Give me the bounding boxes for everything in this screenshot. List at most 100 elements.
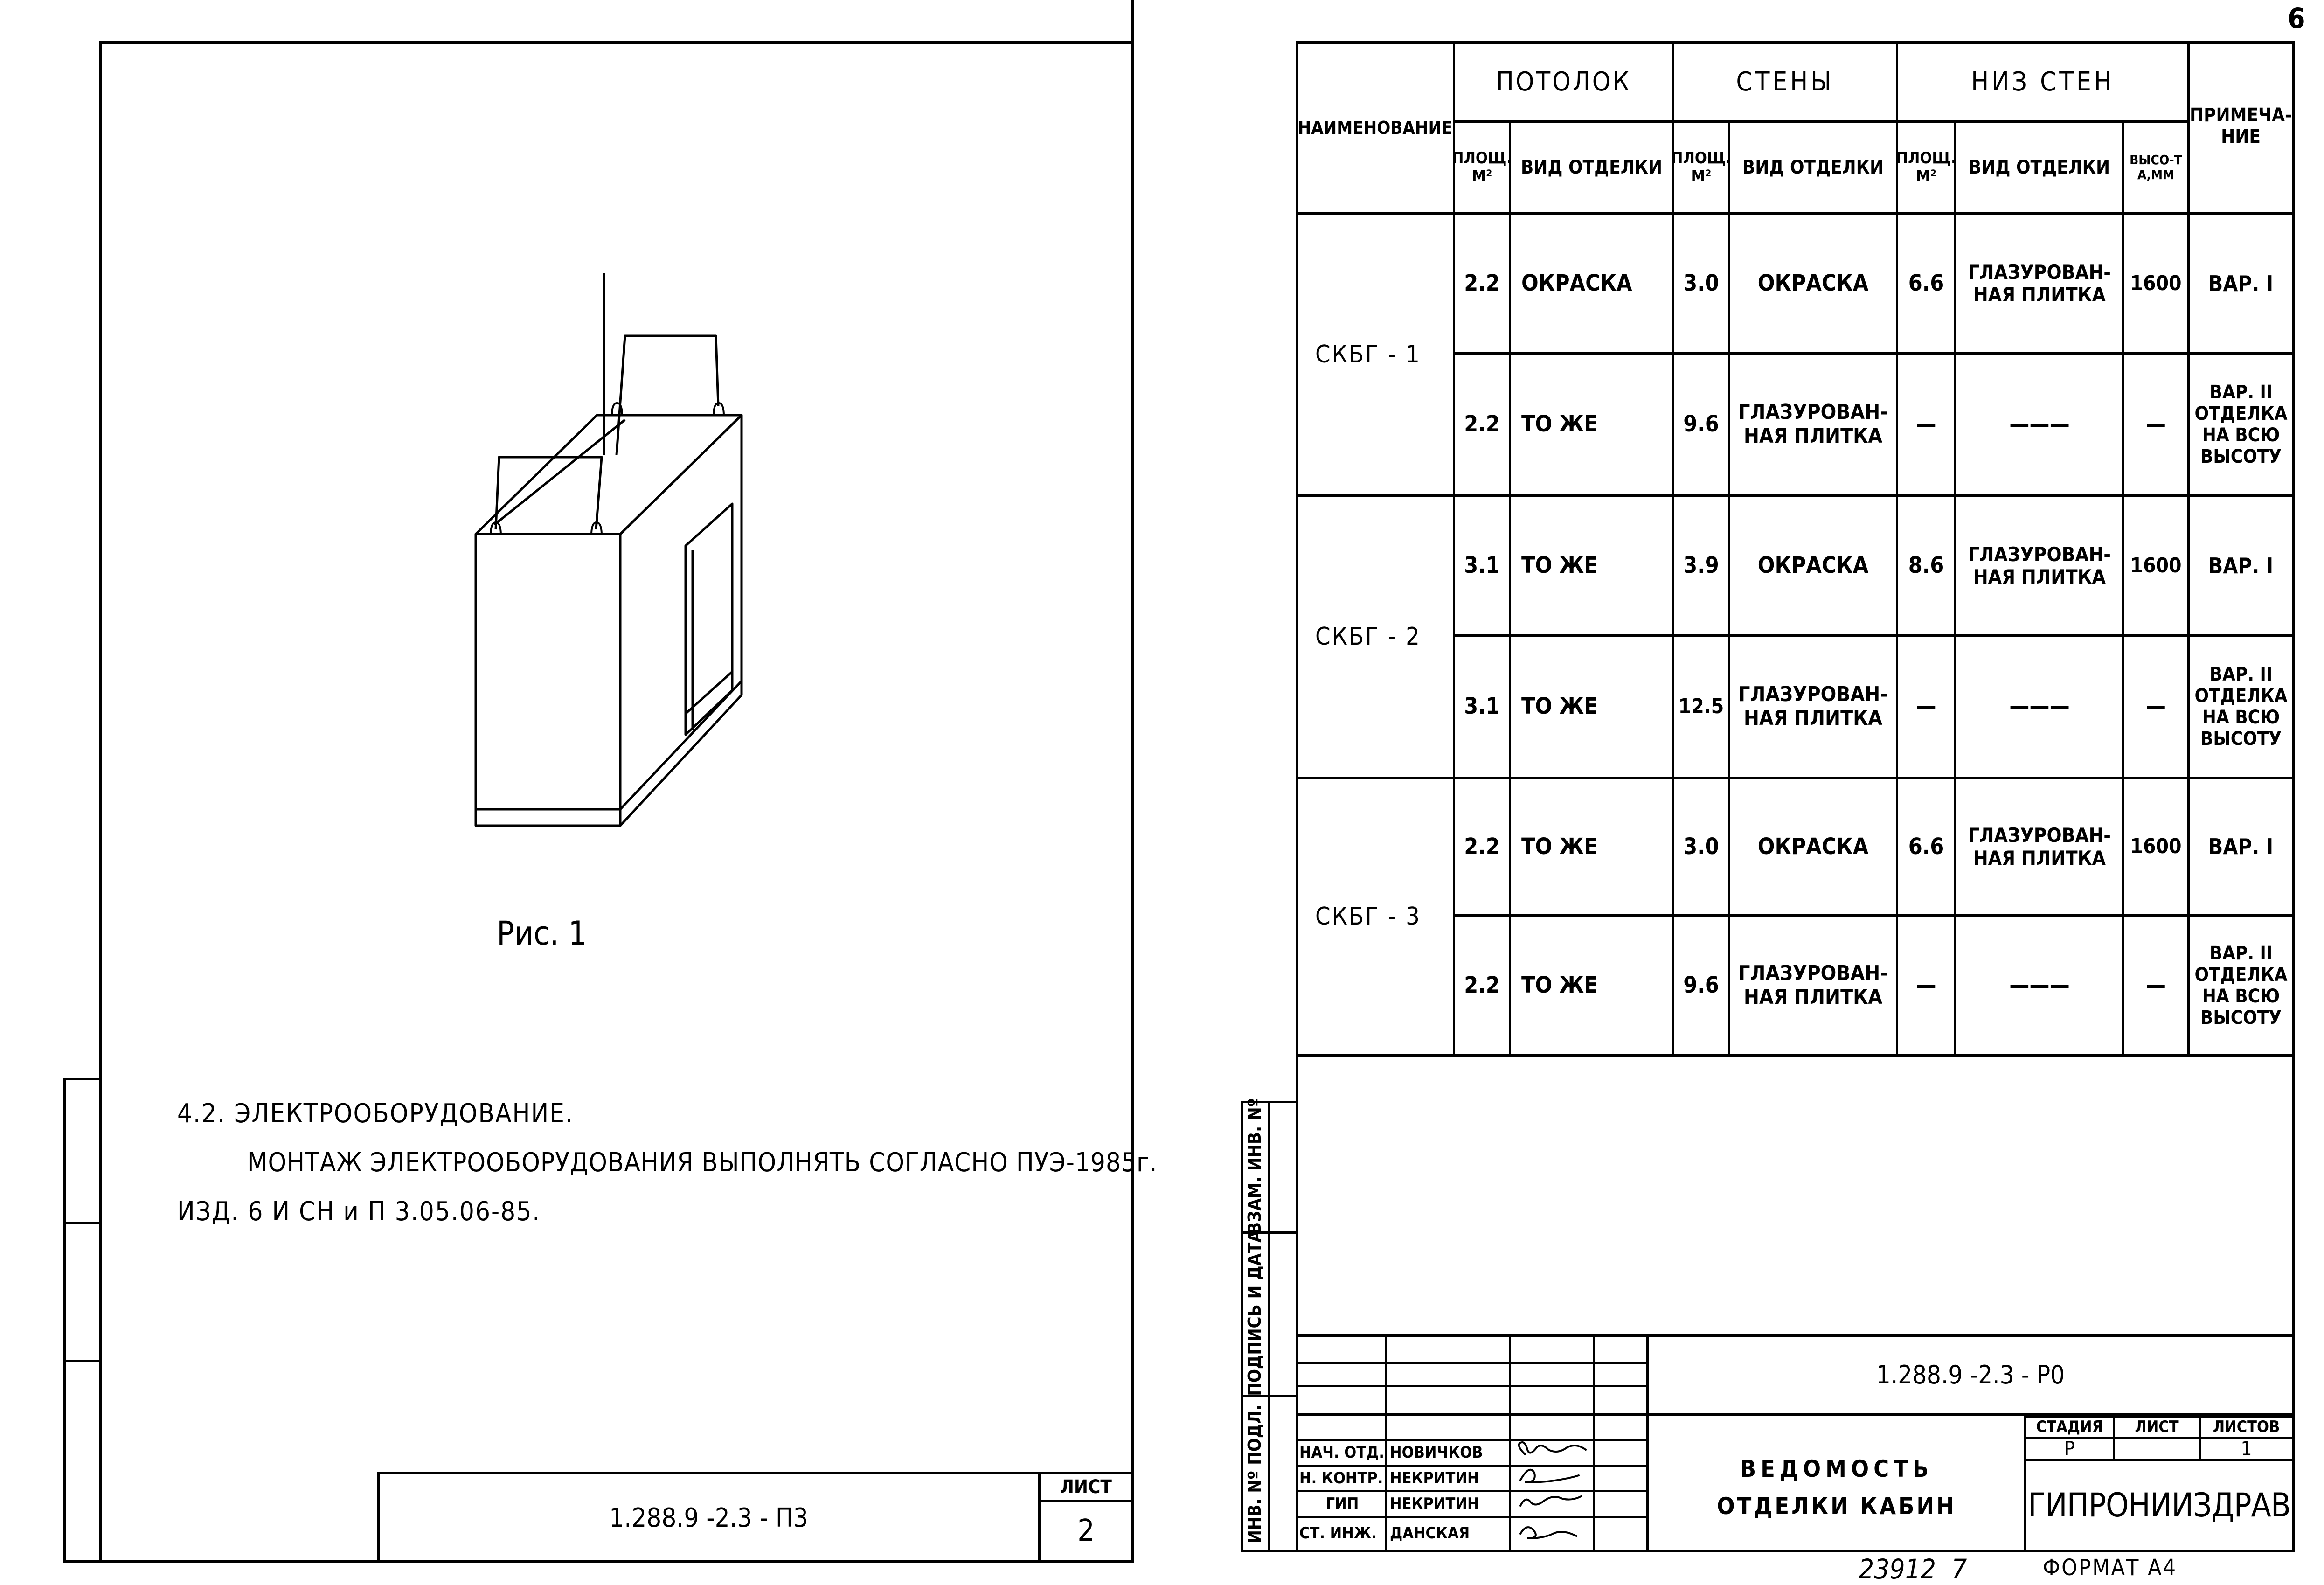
tb-row-d	[1297, 1439, 1649, 1441]
left-stamp-code: 1.288.9 -2.3 - П3	[609, 1503, 808, 1534]
cell-note: ВАР. II ОТДЕЛКА НА ВСЮ ВЫСОТУ	[2194, 942, 2288, 1029]
tb-person: НЕКРИТИН	[1390, 1468, 1479, 1488]
tb-stage-bottom	[2024, 1459, 2295, 1461]
table-hline-row-1	[1453, 352, 2295, 355]
table-vline-low-finish	[2122, 120, 2124, 1056]
cell-low-height: —	[2145, 972, 2166, 998]
tb-top	[1297, 1334, 2295, 1337]
header-walls: СТЕНЫ	[1736, 66, 1834, 97]
rear-sling	[615, 334, 720, 455]
cell-low-finish: ———	[2009, 972, 2070, 998]
table-hline-table-bottom	[1297, 1054, 2295, 1057]
cell-low-area: 6.6	[1908, 833, 1944, 860]
cell-wall-finish: ГЛАЗУРОВАН-НАЯ ПЛИТКА	[1738, 961, 1888, 1009]
section-text-line-1: МОНТАЖ ЭЛЕКТРООБОРУДОВАНИЯ ВЫПОЛНЯТЬ СОГ…	[247, 1147, 1158, 1178]
tb-role: НАЧ. ОТД.	[1299, 1443, 1384, 1462]
table-hline-row-5	[1453, 914, 2295, 917]
section-text-line-2: ИЗД. 6 И СН и П 3.05.06-85.	[177, 1196, 541, 1227]
cell-ceil-finish: ОКРАСКА	[1521, 270, 1632, 297]
cabin-door-opening	[684, 502, 734, 736]
left-stamp-sheet-hdivider	[1038, 1500, 1134, 1502]
left-frame-left	[99, 41, 102, 1563]
cell-ceil-area: 2.2	[1464, 833, 1500, 860]
tb-v1	[1385, 1334, 1387, 1552]
table-vline-name	[1453, 41, 1455, 1056]
cell-low-height: 1600	[2130, 553, 2182, 577]
tb-v7	[2199, 1413, 2201, 1460]
cell-wall-area: 3.9	[1683, 552, 1719, 579]
tb-sheet-value	[2115, 1439, 2199, 1459]
tb-sheets-label: ЛИСТОВ	[2213, 1417, 2280, 1436]
header-low-finish: ВИД ОТДЕЛКИ	[1968, 157, 2110, 178]
table-hline-subheader	[1453, 120, 2190, 123]
left-stamp-top	[378, 1472, 1134, 1474]
header-name: НАИМЕНОВАНИЕ	[1297, 117, 1453, 138]
left-stamp-left	[377, 1472, 380, 1563]
cell-wall-area: 9.6	[1683, 972, 1719, 998]
header-ceil-finish: ВИД ОТДЕЛКИ	[1520, 157, 1663, 178]
cabin-right-face	[619, 414, 743, 827]
cell-low-height: 1600	[2130, 834, 2182, 859]
cell-ceil-area: 2.2	[1464, 411, 1500, 438]
left-binding-div-3	[63, 1360, 101, 1362]
section-title: 4.2. ЭЛЕКТРООБОРУДОВАНИЕ.	[177, 1098, 574, 1129]
front-sling	[494, 456, 603, 530]
header-wall-finish: ВИД ОТДЕЛКИ	[1742, 157, 1884, 178]
cell-note: ВАР. I	[2208, 271, 2274, 296]
cell-wall-finish: ГЛАЗУРОВАН-НАЯ ПЛИТКА	[1738, 400, 1888, 448]
signature-nekritin-2	[1519, 1495, 1582, 1507]
page-number: 6	[2288, 2, 2305, 35]
left-frame-bottom	[63, 1560, 1134, 1563]
side-stamp-left	[1241, 1101, 1243, 1552]
cell-wall-finish: ГЛАЗУРОВАН-НАЯ ПЛИТКА	[1738, 682, 1888, 730]
side-stamp-div-2	[1241, 1395, 1298, 1397]
cell-low-finish: ГЛАЗУРОВАН-НАЯ ПЛИТКА	[1968, 260, 2111, 306]
table-hline-group-1	[1297, 494, 2295, 497]
table-vline-low	[2187, 41, 2190, 1056]
cabin-isometric-drawing	[474, 273, 743, 827]
header-wall-area: ПЛОЩ. М²	[1671, 148, 1732, 186]
cabin-front-face	[474, 533, 622, 827]
cell-wall-area: 3.0	[1683, 270, 1719, 297]
tb-title-line-1: ВЕДОМОСТЬ	[1740, 1455, 1934, 1483]
tb-organization: ГИПРОНИИЗДРАВ	[2028, 1486, 2291, 1525]
tb-stage-mid	[2024, 1437, 2295, 1439]
side-stamp-sign-date: ПОДПИСЬ И ДАТА	[1244, 1230, 1265, 1396]
cell-note: ВАР. II ОТДЕЛКА НА ВСЮ ВЫСОТУ	[2194, 664, 2288, 750]
cell-wall-finish: ОКРАСКА	[1757, 552, 1869, 579]
header-low-area: ПЛОЩ. М²	[1896, 148, 1956, 186]
tb-v6	[2113, 1413, 2115, 1460]
cell-wall-area: 9.6	[1683, 411, 1719, 438]
left-stamp-sheet-number: 2	[1077, 1513, 1095, 1548]
tb-v4	[1646, 1334, 1649, 1552]
figure-caption: Рис. 1	[497, 914, 587, 952]
cell-ceil-area: 2.2	[1464, 972, 1500, 998]
cell-wall-area: 12.5	[1678, 694, 1724, 718]
header-wall-bottom: НИЗ СТЕН	[1971, 66, 2115, 97]
tb-row-g	[1297, 1516, 1649, 1518]
left-stamp-sheet-label: ЛИСТ	[1060, 1476, 1112, 1498]
tb-v2	[1509, 1334, 1511, 1552]
signatures	[1518, 1441, 1587, 1539]
table-hline-header-bottom	[1297, 212, 2295, 215]
tb-stage-value: Р	[2064, 1437, 2075, 1460]
cell-ceil-area: 3.1	[1464, 552, 1500, 579]
left-frame-top	[100, 41, 1134, 44]
header-ceil-area: ПЛОЩ. М²	[1451, 148, 1512, 186]
header-low-height: ВЫСО-ТА,ММ	[2130, 152, 2182, 182]
cell-ceil-area: 3.1	[1464, 693, 1500, 720]
cell-low-finish: ГЛАЗУРОВАН-НАЯ ПЛИТКА	[1968, 542, 2111, 588]
right-frame-left	[1296, 41, 1298, 1552]
header-ceiling: ПОТОЛОК	[1496, 66, 1631, 97]
tb-v3	[1593, 1334, 1595, 1552]
cell-ceil-finish: ТО ЖЕ	[1521, 972, 1598, 998]
left-frame-right	[1131, 0, 1134, 1563]
signature-nekritin-1	[1519, 1468, 1580, 1483]
table-hline-group-2	[1297, 777, 2295, 779]
tb-person: ДАНСКАЯ	[1390, 1524, 1470, 1543]
cell-wall-finish: ОКРАСКА	[1757, 270, 1869, 297]
left-binding-strip	[63, 1078, 66, 1563]
cell-ceil-finish: ТО ЖЕ	[1521, 411, 1598, 438]
side-stamp-inv-orig: ИНВ. Nº ПОДЛ.	[1244, 1404, 1265, 1543]
tb-person: НЕКРИТИН	[1390, 1494, 1479, 1513]
